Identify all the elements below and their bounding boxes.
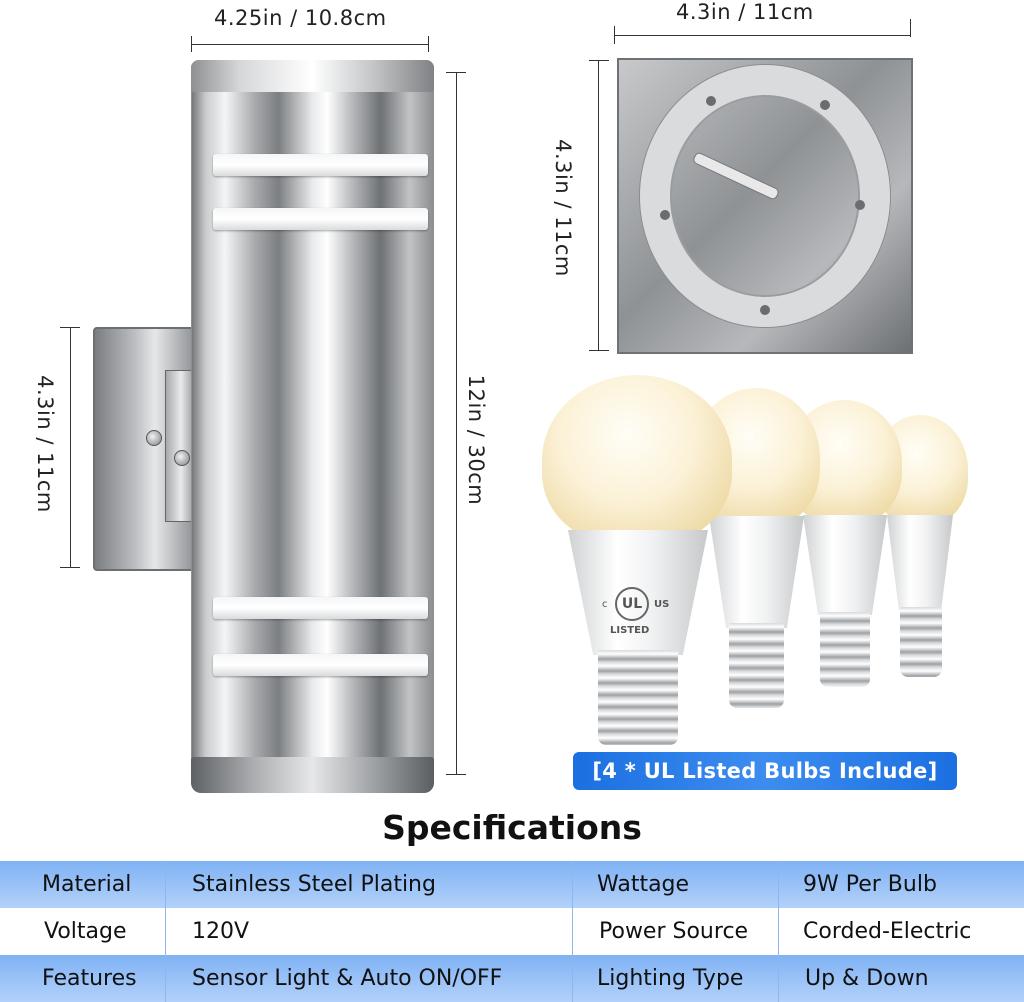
spec-value: Sensor Light & Auto ON/OFF xyxy=(192,966,503,991)
table-divider xyxy=(572,861,573,1002)
table-divider xyxy=(165,861,166,1002)
fixture-height-label: 12in / 30cm xyxy=(464,374,488,506)
spec-title: Specifications xyxy=(382,808,642,847)
fixture-width-tick-left xyxy=(191,36,192,52)
table-divider xyxy=(778,861,779,1002)
mount-width-line xyxy=(614,35,911,36)
light-slot xyxy=(213,154,428,176)
spec-value: 9W Per Bulb xyxy=(803,872,937,897)
spec-value: Corded-Electric xyxy=(803,919,972,944)
fixture-top-cap xyxy=(191,60,434,92)
ring-hole xyxy=(660,210,670,220)
light-slot xyxy=(213,208,428,230)
mount-width-label: 4.3in / 11cm xyxy=(676,0,814,24)
spec-row: Features Sensor Light & Auto ON/OFF Ligh… xyxy=(0,955,1024,1002)
plate-height-label: 4.3in / 11cm xyxy=(33,375,57,513)
ul-mark-us: US xyxy=(654,599,670,610)
spec-value: 120V xyxy=(192,919,250,944)
light-slot xyxy=(213,597,428,619)
mount-width-tick-right xyxy=(910,19,911,37)
bulbs-banner: [4 * UL Listed Bulbs Include] xyxy=(573,752,957,790)
fixture-width-line xyxy=(191,44,428,45)
spec-row: Voltage 120V Power Source Corded-Electri… xyxy=(0,908,1024,955)
ul-mark-circle: UL xyxy=(615,587,649,621)
ring-hole xyxy=(760,305,770,315)
screw-icon xyxy=(146,430,162,446)
fixture-bottom-cap xyxy=(191,757,434,793)
spec-value: Stainless Steel Plating xyxy=(192,872,436,897)
ul-mark-listed: LISTED xyxy=(610,625,650,636)
plate-height-line xyxy=(70,327,71,567)
spec-label: Material xyxy=(42,872,132,897)
ring-hole xyxy=(706,96,716,106)
ul-listed-mark: c UL US LISTED xyxy=(598,587,678,647)
mount-height-label: 4.3in / 11cm xyxy=(551,139,575,277)
mount-height-tick-bottom xyxy=(589,350,609,351)
spec-label: Voltage xyxy=(44,919,127,944)
plate-height-tick-top xyxy=(60,327,80,328)
spec-value: Up & Down xyxy=(805,966,929,991)
ring-hole xyxy=(855,200,865,210)
spec-label: Wattage xyxy=(597,872,690,897)
spec-label: Power Source xyxy=(599,919,749,944)
light-slot xyxy=(213,654,428,676)
ul-mark-c: c xyxy=(602,599,608,610)
ring-hole xyxy=(820,100,830,110)
spec-label: Features xyxy=(42,966,137,991)
fixture-height-tick-top xyxy=(446,72,466,73)
screw-icon xyxy=(174,450,190,466)
fixture-height-line xyxy=(456,72,457,774)
plate-height-tick-bottom xyxy=(60,567,80,568)
spec-label: Lighting Type xyxy=(597,966,744,991)
spec-row: Material Stainless Steel Plating Wattage… xyxy=(0,861,1024,908)
mount-width-tick-left xyxy=(614,26,615,44)
fixture-width-label: 4.25in / 10.8cm xyxy=(214,6,387,30)
mount-height-tick-top xyxy=(589,60,609,61)
mount-height-line xyxy=(598,60,599,350)
fixture-height-tick-bottom xyxy=(446,774,466,775)
fixture-width-tick-right xyxy=(428,36,429,52)
